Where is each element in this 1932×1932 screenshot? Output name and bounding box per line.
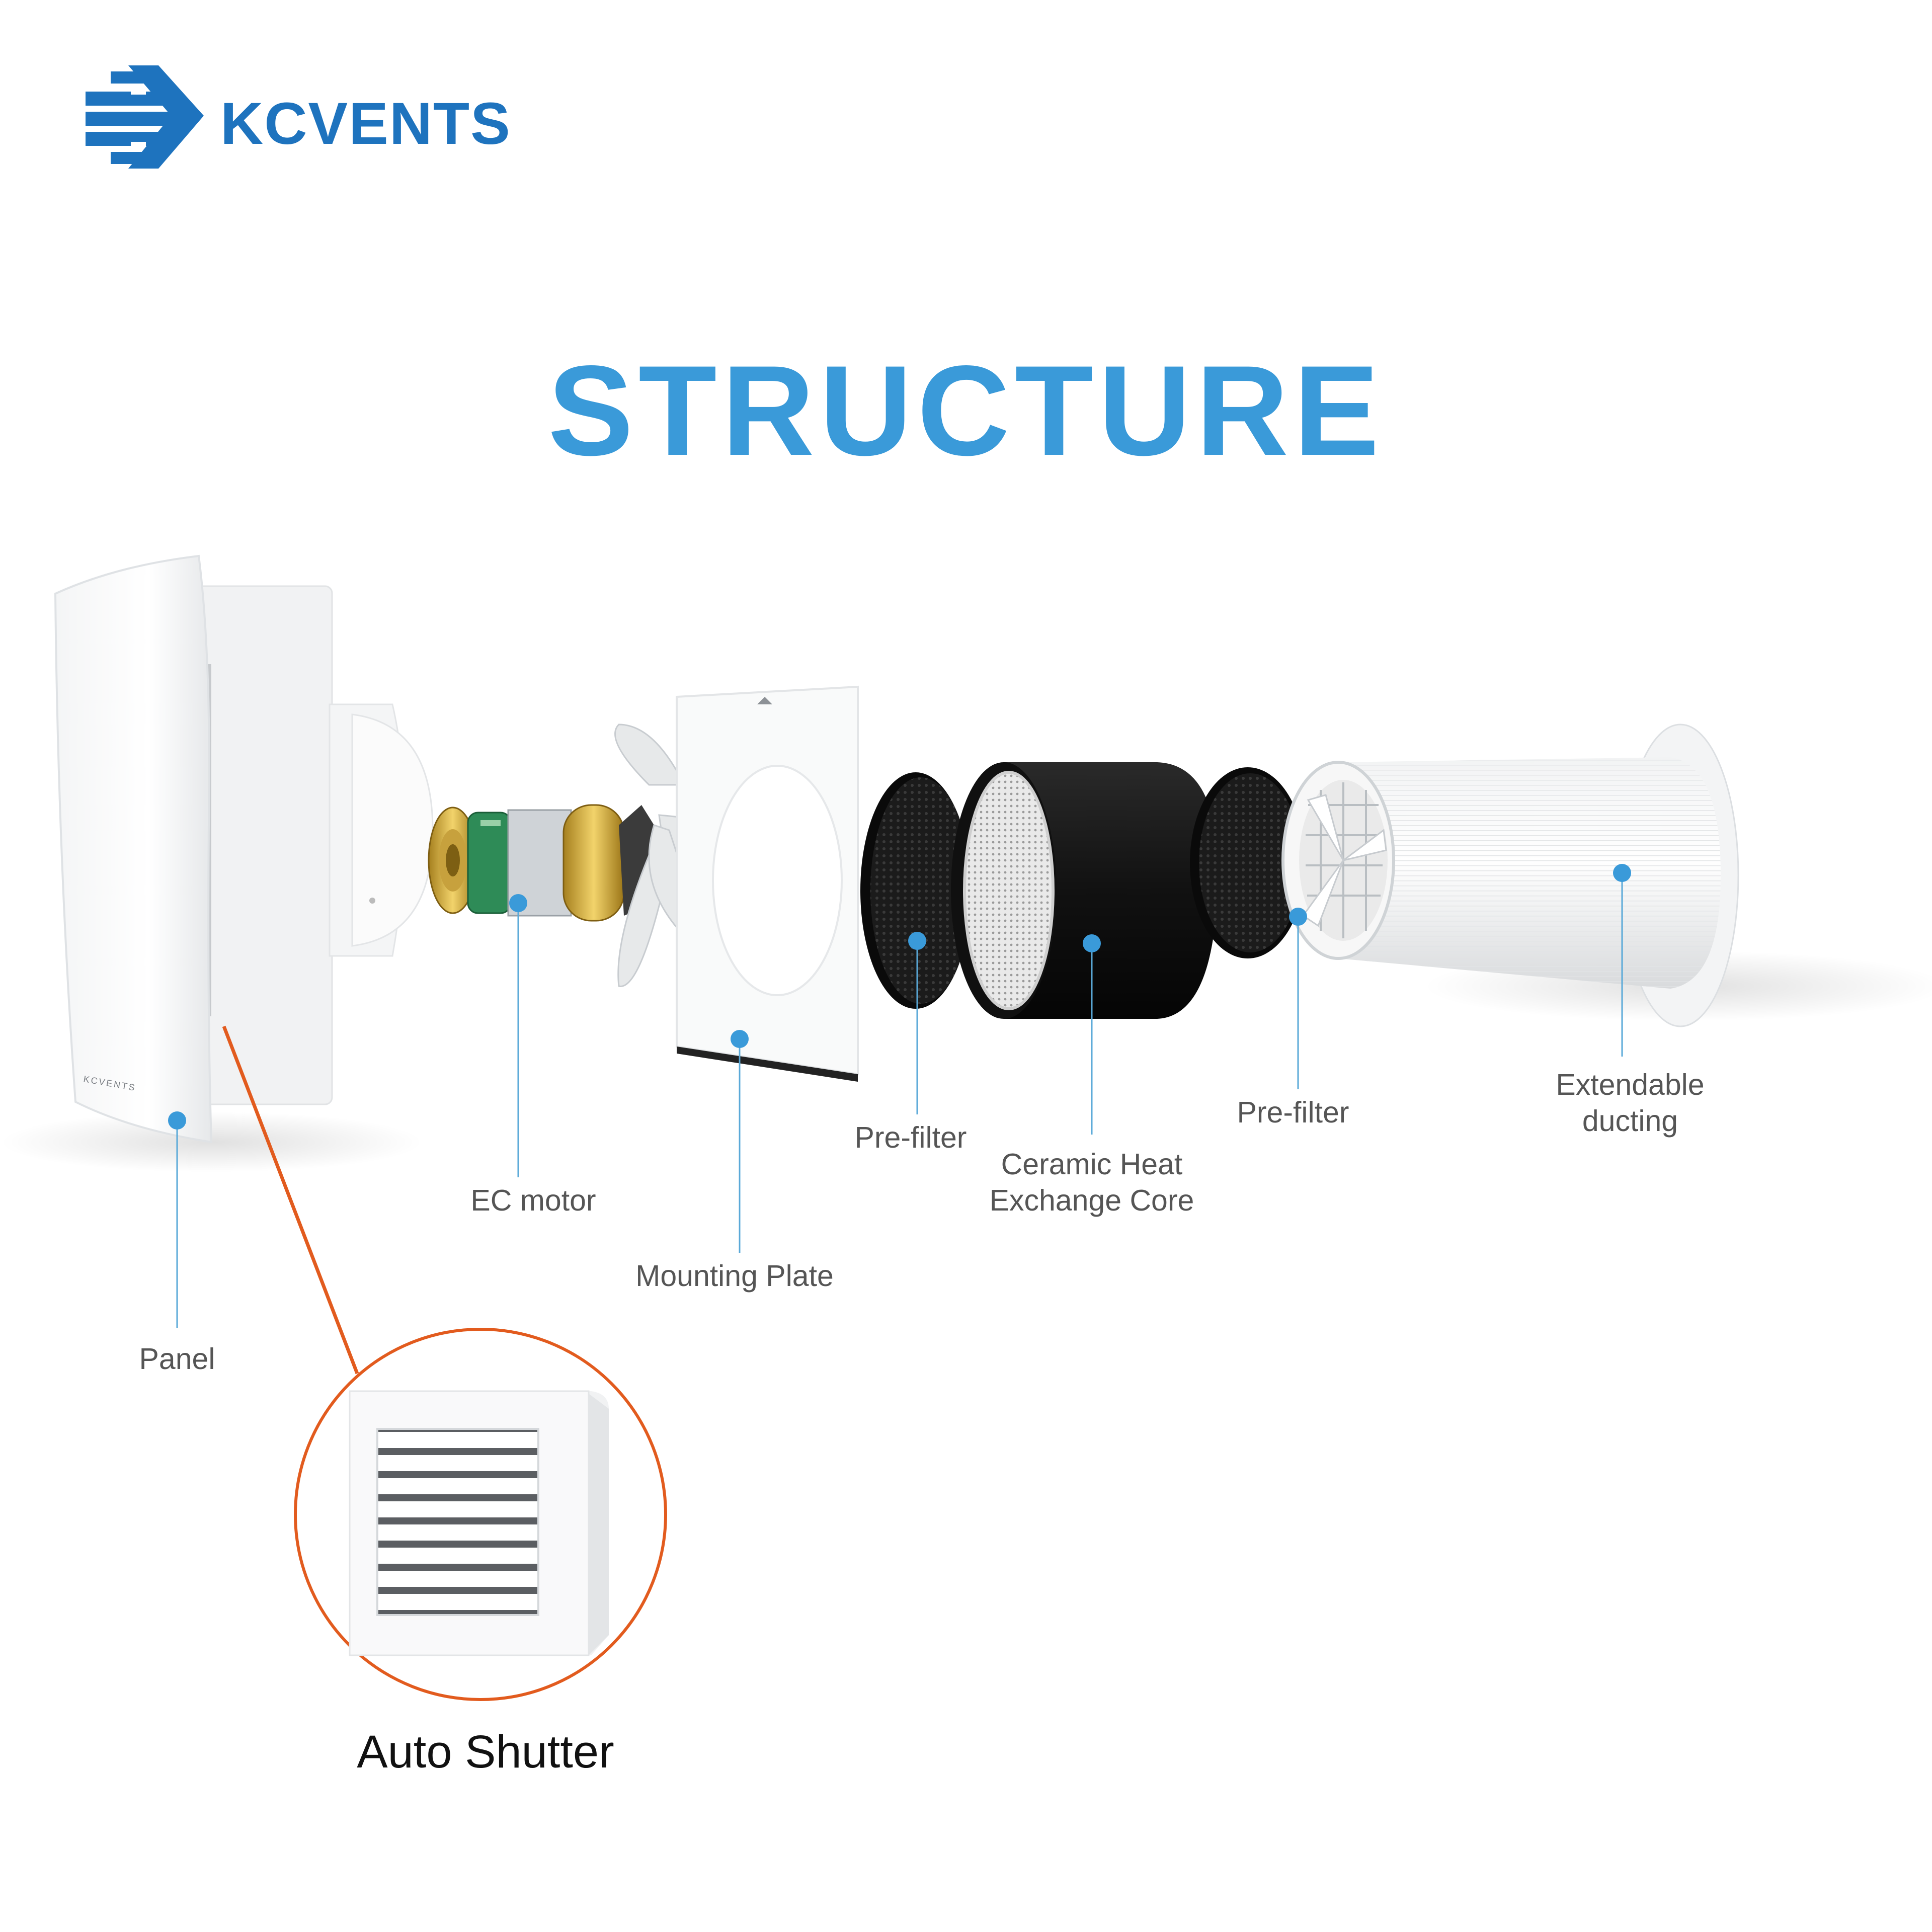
ec-motor [428, 804, 654, 922]
label-auto-shutter: Auto Shutter [357, 1726, 614, 1778]
label-ceramic-line2: Exchange Core [989, 1184, 1194, 1217]
auto-shutter-inset [294, 1328, 667, 1701]
panel: KCVENTS [54, 554, 213, 1144]
mounting-plate [676, 685, 859, 1082]
label-pre-filter-1: Pre-filter [854, 1121, 967, 1154]
pre-filter-2 [1190, 767, 1306, 958]
label-ceramic-line1: Ceramic Heat [1001, 1148, 1183, 1181]
label-ducting-line1: Extendable [1556, 1068, 1705, 1101]
panel-housing [190, 585, 434, 1105]
label-panel: Panel [139, 1342, 215, 1376]
label-ducting-line2: ducting [1582, 1104, 1678, 1138]
label-pre-filter-2: Pre-filter [1237, 1096, 1349, 1129]
callout-dots [168, 864, 1631, 1130]
brand-name: KCVENTS [220, 91, 511, 157]
kcvents-logo-icon [86, 65, 204, 169]
auto-shutter-connector [222, 1025, 359, 1375]
leader-lines [176, 873, 1623, 1328]
ceramic-heat-exchange-core [951, 762, 1218, 1019]
page-title: STRUCTURE [547, 339, 1385, 482]
label-ceramic-core: Ceramic Heat Exchange Core [961, 1146, 1223, 1219]
pre-filter-1 [860, 772, 971, 1009]
label-extendable-ducting: Extendable ducting [1530, 1067, 1731, 1139]
label-ec-motor: EC motor [470, 1184, 596, 1217]
extendable-ducting [1281, 723, 1739, 1027]
label-mounting-plate: Mounting Plate [635, 1259, 834, 1293]
